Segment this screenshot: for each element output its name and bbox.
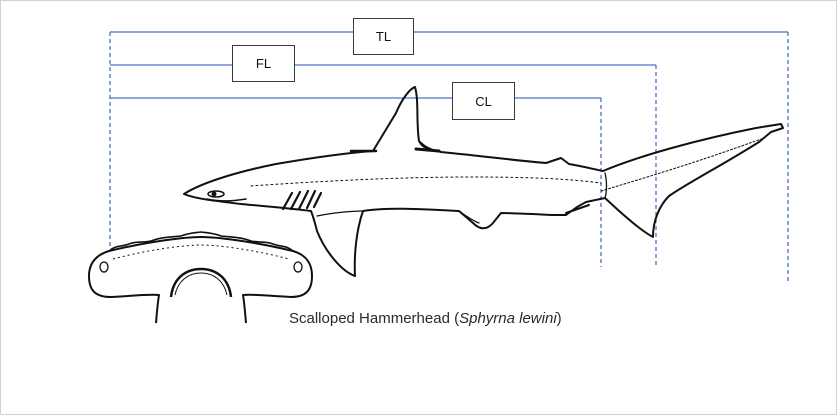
measurement-lines [110, 32, 788, 284]
gill-slits [283, 191, 321, 209]
caption-close-paren: ) [557, 310, 562, 327]
caption-scientific-name: Sphyrna lewini [459, 310, 557, 327]
head-outline [89, 237, 312, 323]
cl-label: CL [452, 82, 515, 120]
tl-label: TL [353, 18, 414, 55]
figure-caption: Scalloped Hammerhead (Sphyrna lewini) [289, 310, 562, 327]
fl-label: FL [232, 45, 295, 82]
hammerhead-front-view [89, 232, 312, 323]
caption-common-name: Scalloped Hammerhead ( [289, 310, 459, 327]
